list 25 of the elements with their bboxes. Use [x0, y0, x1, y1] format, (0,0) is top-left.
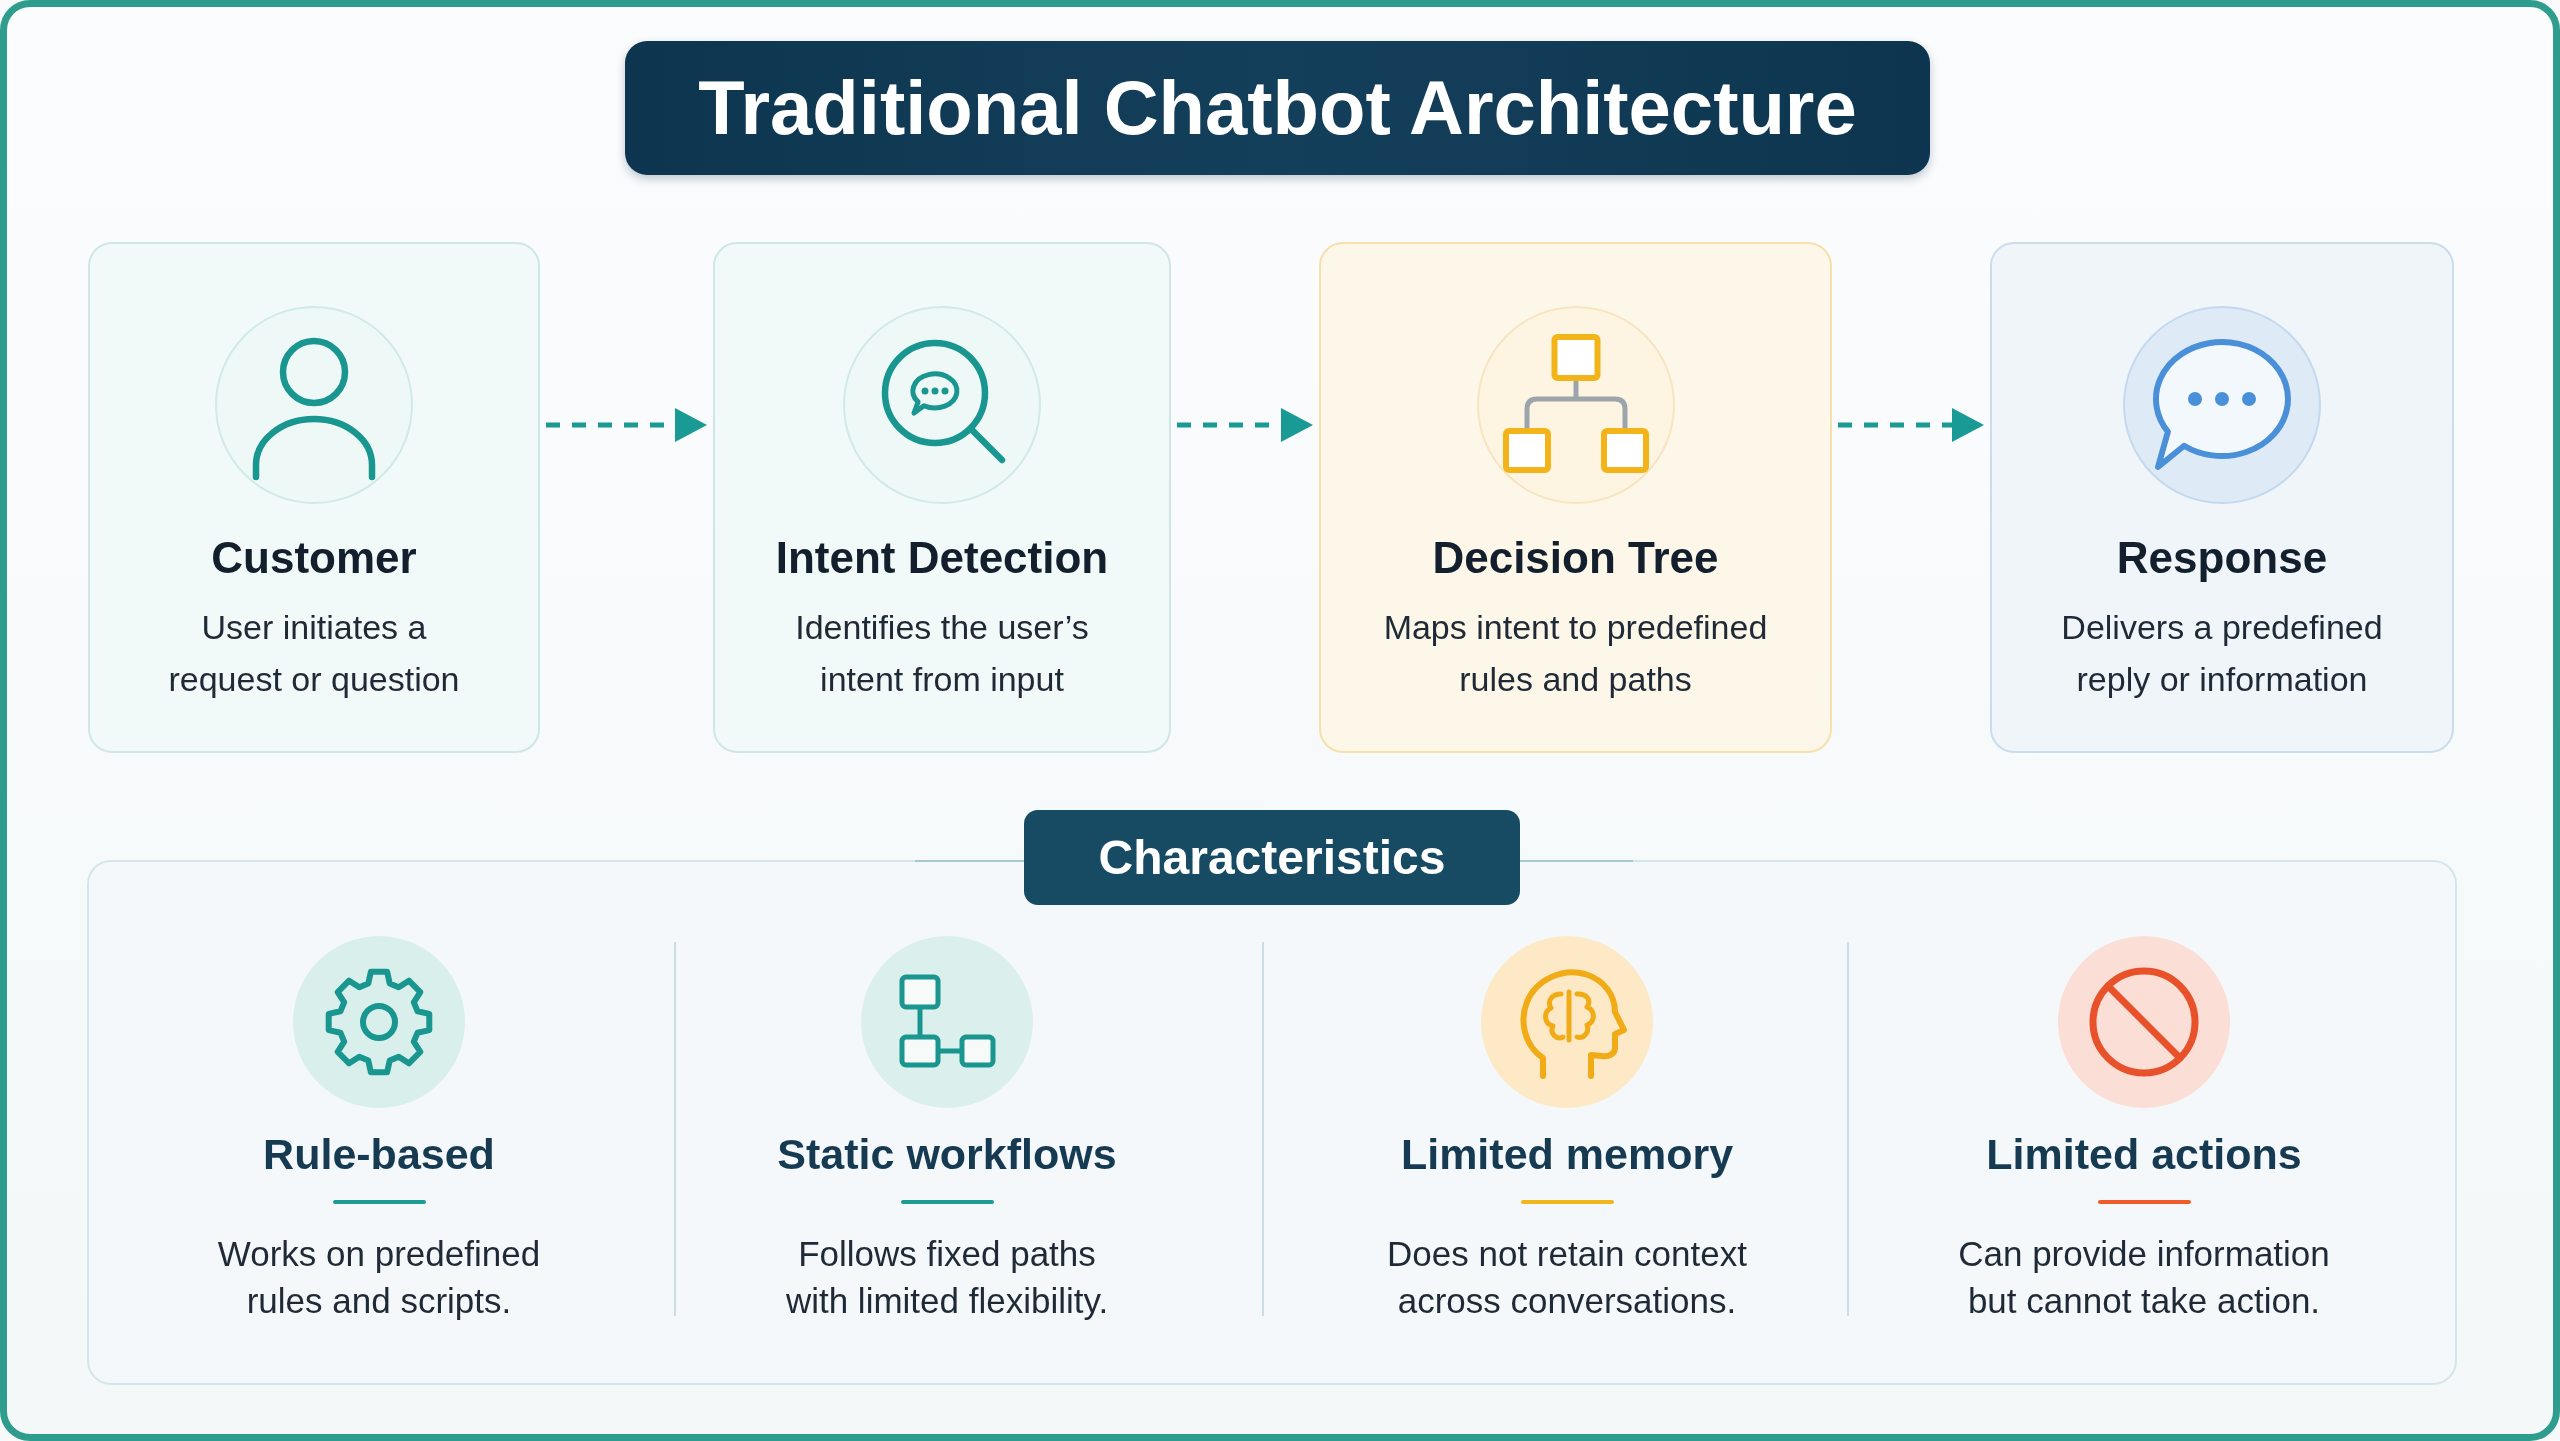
card-title: Decision Tree — [1432, 532, 1719, 584]
characteristic-title: Limited actions — [1986, 1129, 2302, 1180]
characteristic-description: Follows fixed paths with limited flexibility. — [784, 1233, 1110, 1322]
dashed-arrow — [546, 408, 707, 442]
process-card — [1319, 242, 1832, 753]
card-title: Customer — [211, 532, 417, 584]
card-description: Maps intent to predefined rules and paths — [1382, 607, 1769, 700]
card-description: User initiates a request or question — [167, 607, 461, 700]
process-card — [88, 242, 540, 753]
process-card — [713, 242, 1171, 753]
title: Traditional Chatbot Architecture — [625, 41, 1930, 175]
characteristic-description: Can provide information but cannot take action. — [1957, 1233, 2331, 1322]
characteristic-title: Static workflows — [777, 1129, 1117, 1180]
dashed-arrow — [1177, 408, 1313, 442]
card-title: Response — [2116, 532, 2328, 584]
characteristic-description: Works on predefined rules and scripts. — [216, 1233, 542, 1322]
card-description: Identifies the user’s intent from input — [794, 607, 1090, 700]
characteristic-title: Rule-based — [263, 1129, 495, 1180]
card-title: Intent Detection — [775, 532, 1109, 584]
characteristic-title: Limited memory — [1400, 1129, 1734, 1180]
card-description: Delivers a predefined reply or information — [2060, 607, 2384, 700]
section-heading: Characteristics — [1024, 810, 1520, 905]
dashed-arrow — [1838, 408, 1984, 442]
characteristic-description: Does not retain context across conversations. — [1386, 1233, 1748, 1322]
process-card — [1990, 242, 2454, 753]
